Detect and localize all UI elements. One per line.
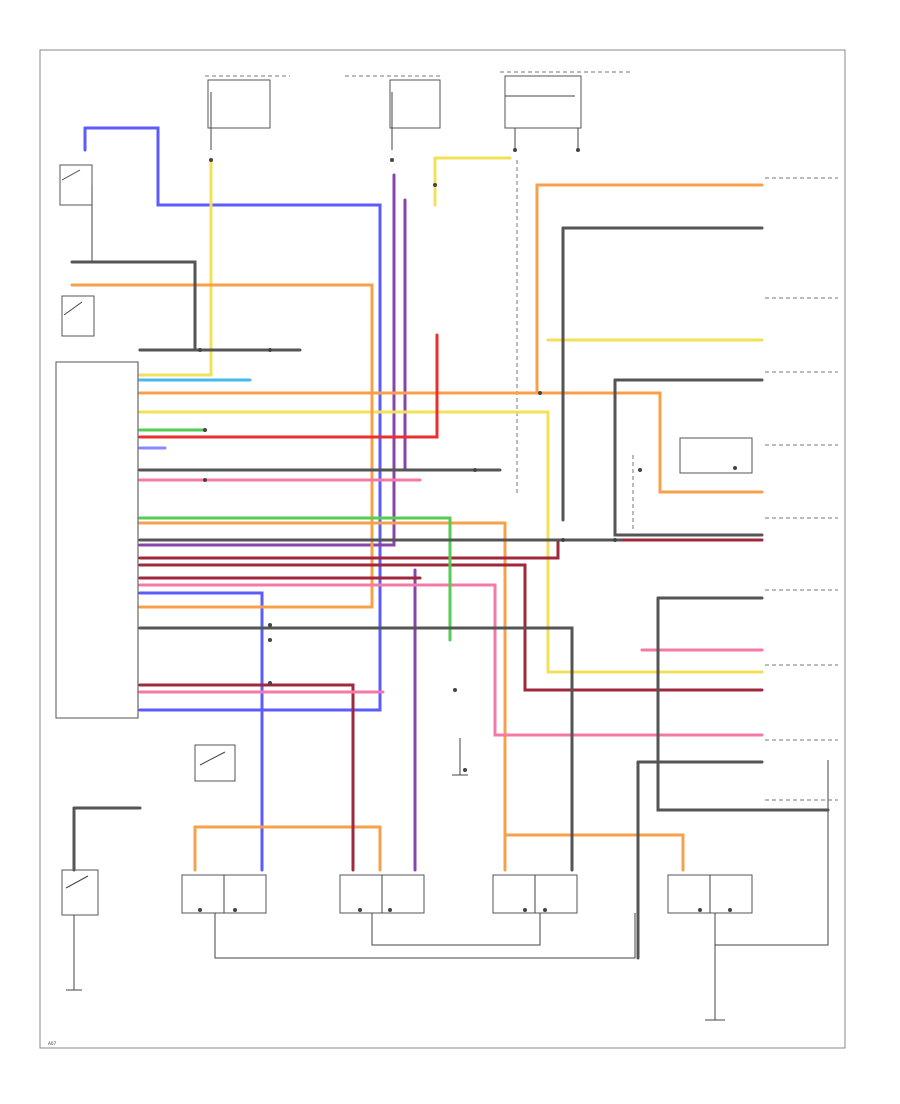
wire-layer	[70, 126, 830, 960]
connector-dot-1	[390, 158, 394, 162]
wire-gray-34	[138, 626, 574, 872]
connector-dot-15	[733, 466, 737, 470]
wire-pink-22	[138, 583, 764, 737]
diagram-footer-code: A07	[48, 1041, 57, 1046]
connector-dot-27	[728, 908, 732, 912]
wire-gray-35	[656, 596, 830, 812]
underhood-fuse-relay-box	[500, 71, 630, 150]
ground-rail	[66, 738, 829, 1021]
right-side-switches	[516, 160, 838, 801]
door-lock-actuator-2	[339, 874, 425, 914]
hot-at-all-times-fuse-block	[205, 75, 441, 150]
wire-orange-12	[138, 183, 764, 395]
wire-yellow-7	[138, 158, 213, 377]
connector-dot-24	[523, 908, 527, 912]
connector-dot-23	[388, 908, 392, 912]
connector-dot-8	[203, 478, 207, 482]
connector-dot-19	[613, 538, 617, 542]
wire-dark_red-18	[138, 538, 764, 560]
connector-dot-16	[638, 468, 642, 472]
door-lock-actuator-1	[181, 874, 267, 914]
trunk-key-switch	[61, 295, 95, 337]
wire-blue-3	[138, 591, 264, 872]
door-lock-actuator-3	[492, 874, 578, 914]
connector-dot-11	[268, 681, 272, 685]
connector-dot-6	[268, 348, 272, 352]
connector-dot-17	[538, 391, 542, 395]
control-unit	[55, 361, 139, 719]
wire-gray-39	[613, 378, 764, 537]
wire-yellow-9	[138, 410, 764, 674]
door-switch-left-bottom	[61, 869, 99, 916]
connector-dot-22	[358, 908, 362, 912]
wire-orange-13	[535, 391, 764, 494]
wire-orange-14	[138, 521, 685, 872]
connector-dot-21	[233, 908, 237, 912]
connector-dot-14	[473, 468, 477, 472]
connector-dot-3	[576, 148, 580, 152]
wire-green-26	[138, 516, 452, 642]
diagram-border	[39, 49, 846, 1049]
connector-dot-0	[209, 158, 213, 162]
connector-dot-12	[453, 688, 457, 692]
wire-gray-29	[70, 260, 197, 352]
wire-orange-11	[70, 283, 374, 609]
door-lock-switch-top-left	[59, 164, 93, 262]
connector-dot-25	[543, 908, 547, 912]
door-lock-actuator-4	[667, 874, 753, 914]
connector-dot-13	[463, 768, 467, 772]
wire-orange-16	[193, 825, 382, 872]
wire-red-17	[138, 333, 439, 439]
connector-dot-20	[198, 908, 202, 912]
connector-dot-9	[268, 623, 272, 627]
wire-blue-0	[83, 126, 382, 712]
connector-dot-4	[433, 183, 437, 187]
marker-layer	[198, 148, 737, 912]
steering-lock-switch	[194, 744, 236, 782]
connector-dot-5	[198, 348, 202, 352]
connector-dot-10	[268, 638, 272, 642]
connector-dot-26	[698, 908, 702, 912]
wire-purple-4	[138, 173, 396, 547]
connector-dot-18	[561, 538, 565, 542]
wire-dark_red-20	[138, 683, 355, 872]
wire-yellow-8	[433, 156, 512, 207]
connector-dot-7	[203, 428, 207, 432]
connector-dot-2	[513, 148, 517, 152]
